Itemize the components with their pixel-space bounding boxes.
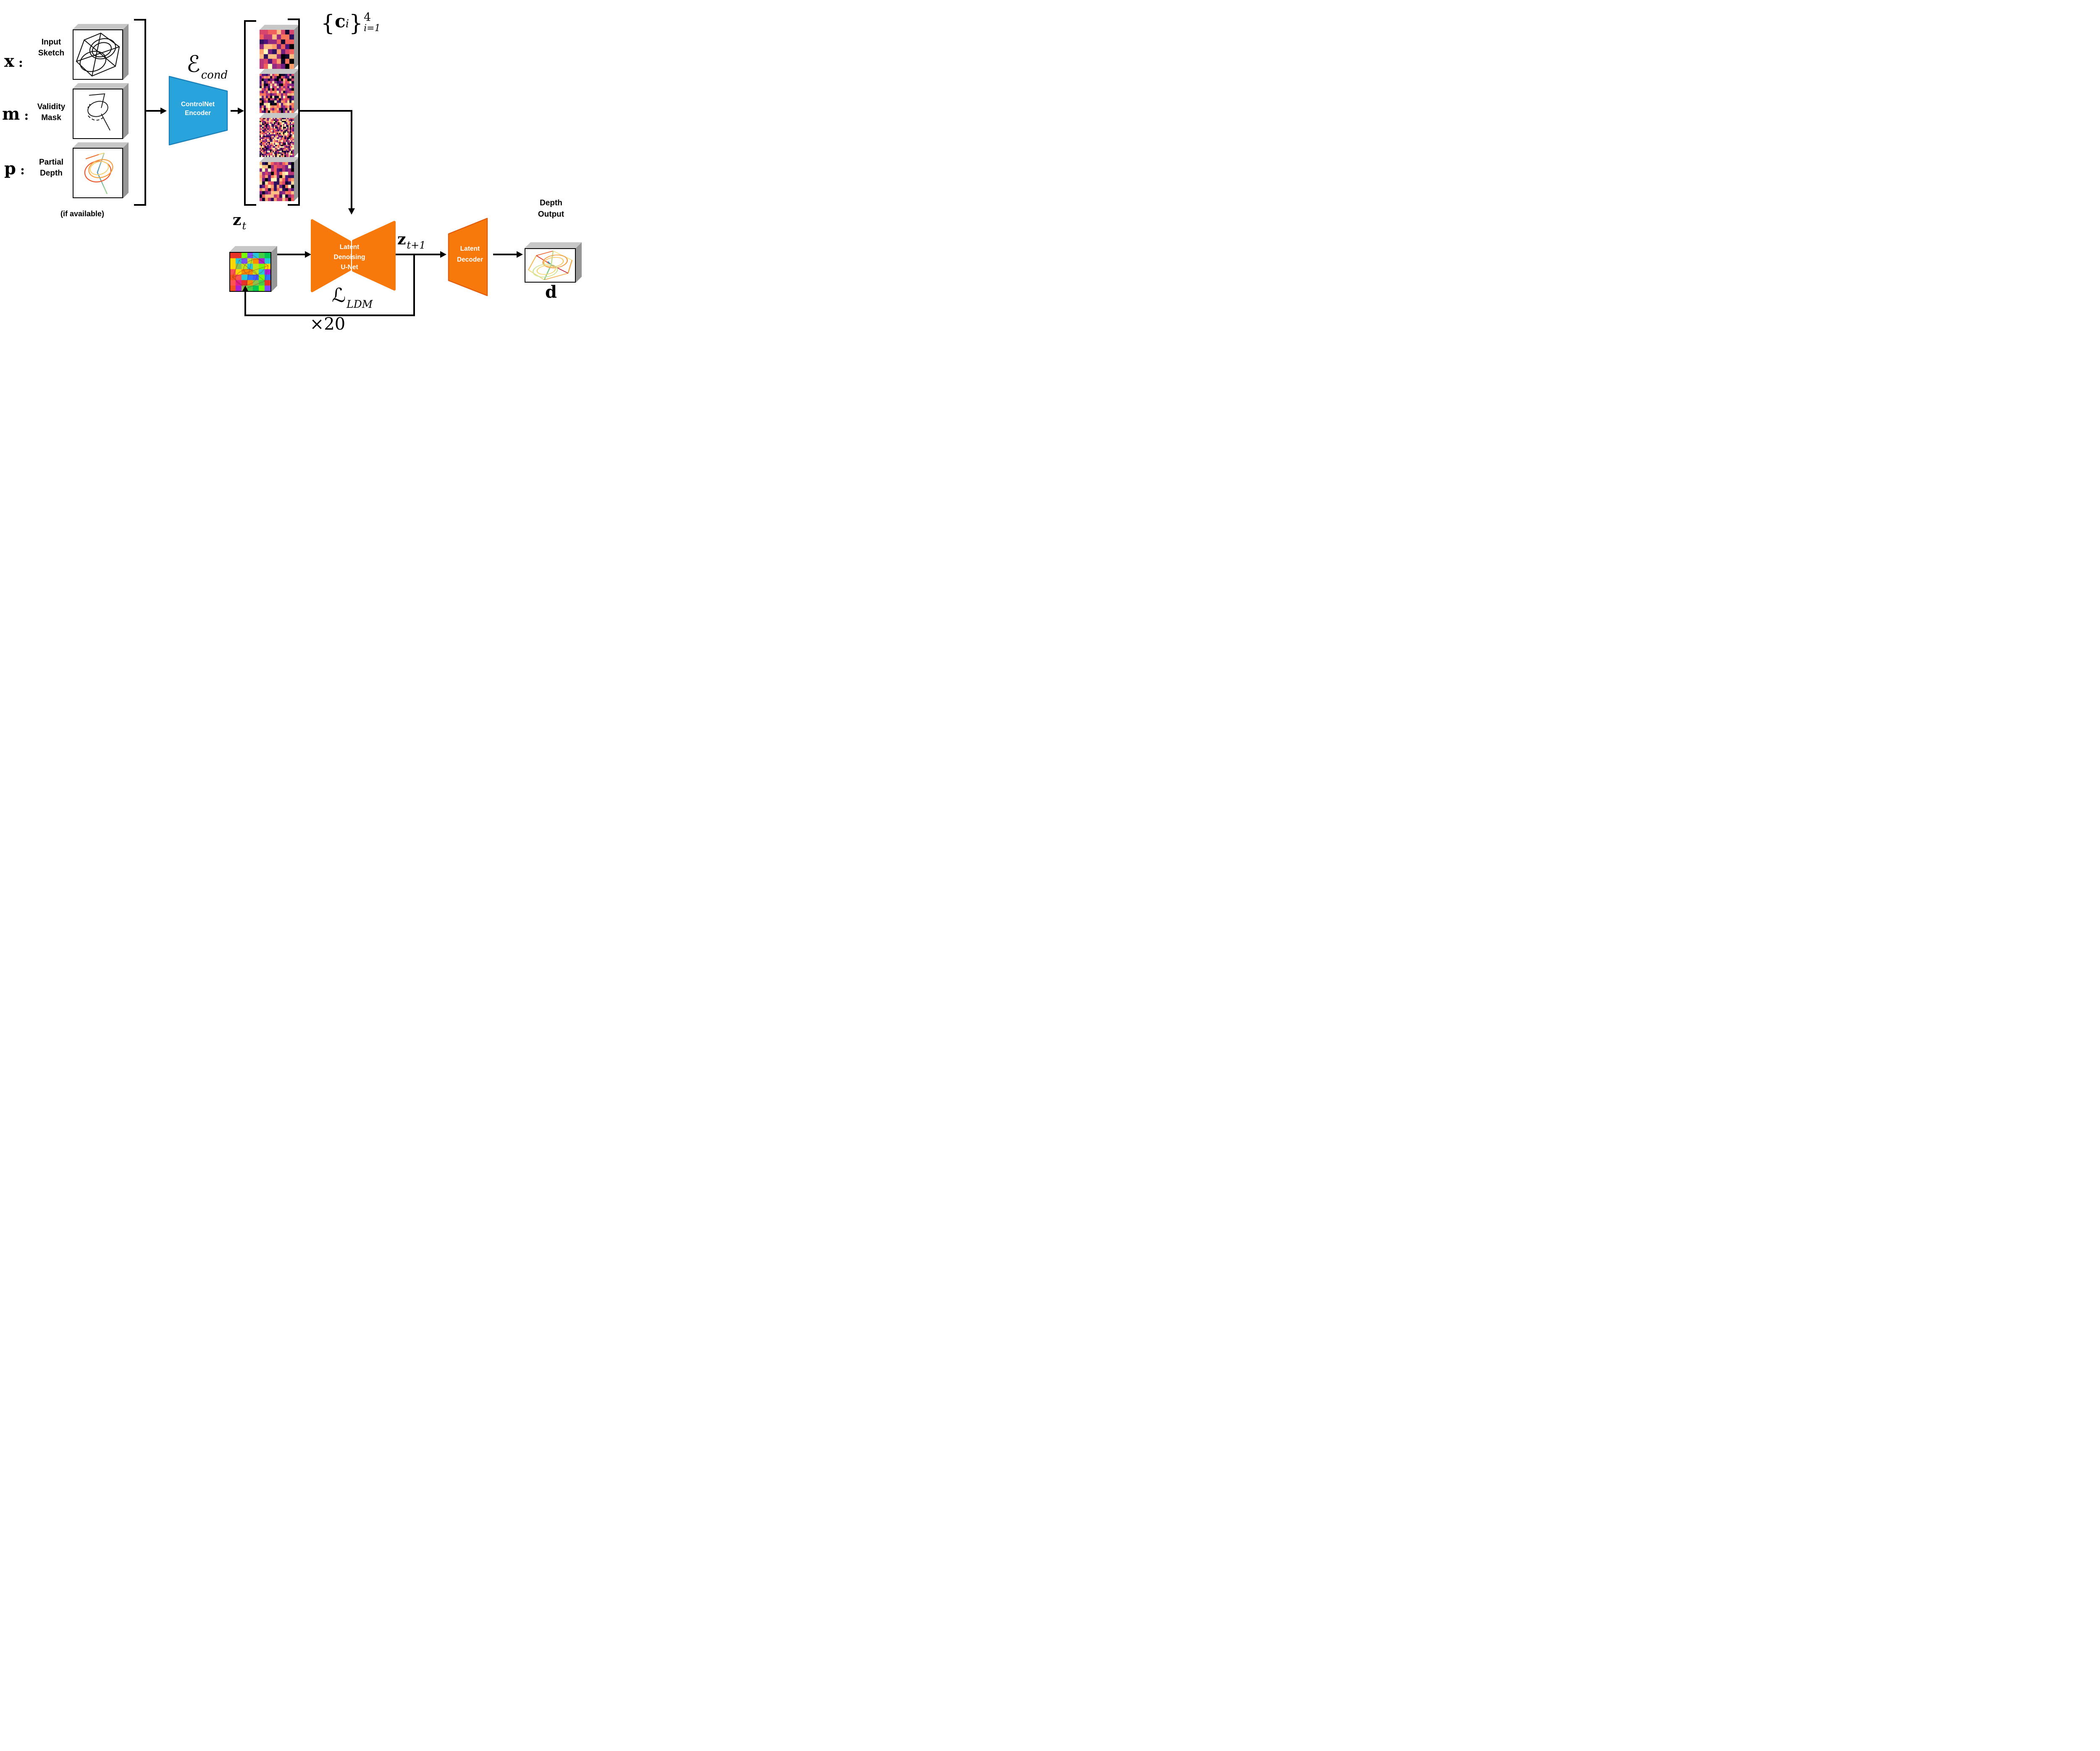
cube-top-face xyxy=(260,113,299,118)
cube-side-face xyxy=(271,246,277,292)
controlnet-encoder-label: ControlNet Encoder xyxy=(181,101,215,117)
loop-count-label: ×20 xyxy=(310,315,346,334)
arrowhead xyxy=(348,208,355,215)
depth-output-image xyxy=(525,248,576,283)
cube-side-face xyxy=(123,142,129,198)
cube-top-face xyxy=(260,25,299,30)
feature-map-1 xyxy=(260,25,299,69)
validity-mask-image xyxy=(73,89,123,139)
math-p: p xyxy=(4,159,16,178)
depth-output-label: Depth Output xyxy=(538,199,564,219)
input-sketch-label: Input Sketch xyxy=(38,38,65,58)
zt-label: zt xyxy=(233,211,247,232)
cube-side-face xyxy=(294,157,299,201)
zt1-label: zt+1 xyxy=(397,231,426,251)
math-m: m xyxy=(2,104,20,124)
arrow-encoder-to-features xyxy=(231,110,242,112)
input-group-bracket xyxy=(134,19,146,206)
controlnet-encoder-shape xyxy=(168,76,228,146)
cube-side-face xyxy=(123,83,129,139)
feedback-line-down xyxy=(413,254,415,316)
output-symbol-d: d xyxy=(545,282,557,302)
depth-output-drawing xyxy=(528,250,573,280)
feedback-line-up xyxy=(244,292,246,316)
latent-denoising-unet-shape xyxy=(311,219,396,292)
arrowhead xyxy=(238,107,244,114)
feature-map-2 xyxy=(260,69,299,113)
input-symbol-m: m : xyxy=(2,106,29,123)
validity-mask-cube xyxy=(73,83,129,139)
encoder-math-label: ℰcond xyxy=(186,51,228,82)
latent-zt-image xyxy=(229,252,271,292)
sketch-drawing xyxy=(76,32,120,77)
line-features-to-unet-h xyxy=(299,110,352,112)
colon: : xyxy=(20,163,25,178)
latent-decoder-shape xyxy=(448,218,488,296)
cube-side-face xyxy=(294,69,299,113)
features-bracket-close xyxy=(288,18,300,206)
input-symbol-x: x : xyxy=(4,53,23,70)
arrow-decoder-to-output xyxy=(493,254,517,255)
depth-output-cube xyxy=(525,242,582,283)
feedback-line-horizontal xyxy=(244,315,415,316)
line-features-to-unet-v xyxy=(351,110,352,208)
loss-label: ℒLDM xyxy=(332,284,373,310)
colon: : xyxy=(24,108,29,123)
partial-depth-image xyxy=(73,148,123,198)
feature-map-4 xyxy=(260,157,299,201)
feature-map-3 xyxy=(260,113,299,157)
depth-drawing xyxy=(84,152,113,194)
latent-decoder-label: Latent Decoder xyxy=(457,245,483,263)
cube-top-face xyxy=(229,246,277,252)
cube-top-face xyxy=(73,24,129,29)
partial-depth-cube xyxy=(73,142,129,198)
mask-drawing xyxy=(87,93,110,131)
feature-map-4-image xyxy=(260,162,294,201)
arrow-zt-to-unet xyxy=(277,254,305,255)
partial-depth-label: Partial Depth xyxy=(39,158,64,178)
latent-zt-cube xyxy=(229,246,277,292)
cube-side-face xyxy=(123,24,129,80)
cube-top-face xyxy=(260,69,299,74)
arrowhead xyxy=(440,251,446,258)
input-sketch-cube xyxy=(73,24,129,80)
arrowhead xyxy=(242,286,249,292)
colon: : xyxy=(18,55,23,70)
cube-top-face xyxy=(260,157,299,162)
arrow-unet-to-decoder xyxy=(396,254,440,255)
feature-map-2-image xyxy=(260,74,294,113)
feature-map-3-image xyxy=(260,118,294,157)
math-x: x xyxy=(4,51,14,71)
cube-side-face xyxy=(294,113,299,157)
latent-overlay-sketch xyxy=(232,254,269,289)
latent-denoising-unet-label: Latent Denoising U-Net xyxy=(333,244,365,271)
arrowhead xyxy=(517,251,523,258)
arrow-inputs-to-encoder xyxy=(145,110,161,112)
input-symbol-p: p : xyxy=(4,160,25,177)
arrowhead xyxy=(305,251,311,258)
input-sketch-image xyxy=(73,29,123,80)
cube-side-face xyxy=(294,25,299,69)
arrowhead xyxy=(160,107,167,114)
script-E: ℰ xyxy=(186,51,200,77)
features-bracket-open xyxy=(244,20,256,206)
validity-mask-label: Validity Mask xyxy=(37,102,66,122)
cube-side-face xyxy=(576,242,582,283)
cube-top-face xyxy=(525,242,582,248)
feature-map-1-image xyxy=(260,30,294,69)
diagram-canvas: x : Input Sketch m : Validity Mask p : P… xyxy=(0,0,609,350)
if-available-note: (if available) xyxy=(60,210,105,218)
cube-top-face xyxy=(73,83,129,89)
cube-top-face xyxy=(73,142,129,148)
script-L: ℒ xyxy=(332,284,346,307)
